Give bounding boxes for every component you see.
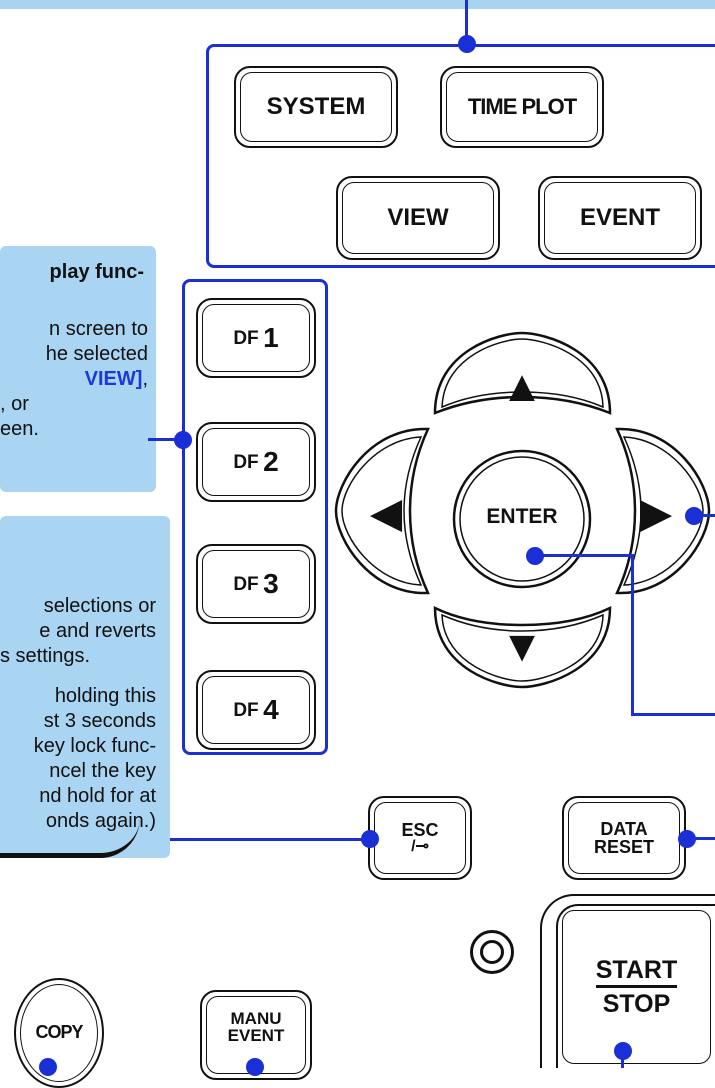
callout-text: he selected: [45, 343, 148, 365]
start-label: START: [595, 957, 678, 988]
start-stop-label-wrap: START STOP: [558, 906, 715, 1068]
connector-line: [170, 838, 370, 841]
df-prefix: DF: [233, 451, 259, 473]
df4-button[interactable]: DF 4: [196, 670, 316, 750]
copy-label: COPY: [35, 1022, 83, 1042]
stop-label: STOP: [602, 989, 671, 1018]
start-stop-button[interactable]: START STOP: [556, 904, 715, 1068]
df2-label-wrap: DF 2: [198, 424, 314, 500]
manual-event-button[interactable]: MANU EVENT: [200, 990, 312, 1080]
status-led: [470, 930, 514, 974]
view-label: VIEW: [387, 204, 449, 231]
df1-label-wrap: DF 1: [198, 300, 314, 376]
enter-button[interactable]: [452, 449, 592, 589]
df4-label-wrap: DF 4: [198, 672, 314, 748]
callout-text: , or: [0, 393, 29, 415]
df-keys-callout: play func- n screen to he selected VIEW]…: [0, 246, 156, 492]
start-stop-surround: [540, 894, 715, 1068]
timeplot-label: TIME PLOT: [467, 94, 577, 119]
event-button[interactable]: EVENT: [538, 176, 702, 260]
callout-key-ref: VIEW]: [84, 368, 143, 390]
view-button[interactable]: VIEW: [336, 176, 500, 260]
system-label: SYSTEM: [266, 93, 366, 120]
top-banner: [0, 0, 715, 9]
manu-label: MANU: [230, 1009, 282, 1028]
callout-text: e and reverts: [39, 620, 156, 642]
left-arrow-button[interactable]: [334, 427, 430, 595]
right-arrow-icon: ▶: [639, 489, 673, 536]
df1-button[interactable]: DF 1: [196, 298, 316, 378]
callout-text: key lock func-: [33, 735, 156, 757]
df2-button[interactable]: DF 2: [196, 422, 316, 502]
up-arrow-button[interactable]: [433, 331, 612, 415]
df4-number: 4: [263, 694, 279, 725]
manu-event-label-wrap: MANU EVENT: [202, 992, 310, 1078]
esc-key-callout: selections or e and reverts s settings. …: [0, 516, 170, 858]
df3-number: 3: [263, 568, 279, 599]
esc-keylock-button[interactable]: ESC /⊸: [368, 796, 472, 880]
df3-button[interactable]: DF 3: [196, 544, 316, 624]
connector-line: [631, 554, 634, 716]
connector-line: [148, 438, 184, 441]
connector-dot: [39, 1058, 57, 1076]
callout-text: s settings.: [0, 645, 91, 667]
connector-dot: [458, 35, 476, 53]
esc-label-wrap: ESC /⊸: [370, 798, 470, 878]
reset-label: RESET: [593, 837, 654, 857]
key-lock-icon: /⊸: [411, 838, 429, 855]
down-arrow-icon: ▼: [500, 622, 544, 671]
df1-number: 1: [263, 322, 279, 353]
callout-text: st 3 seconds: [43, 710, 156, 732]
panel-edge: [0, 818, 140, 858]
connector-line: [688, 837, 715, 840]
event-label: EVENT: [579, 204, 660, 231]
df-prefix: DF: [233, 573, 259, 595]
data-label: DATA: [600, 819, 648, 839]
right-arrow-button[interactable]: [615, 427, 711, 595]
df-prefix: DF: [233, 327, 259, 349]
connector-line: [631, 713, 715, 716]
callout-text: ncel the key: [49, 760, 156, 782]
df3-label-wrap: DF 3: [198, 546, 314, 622]
df-key-group: [182, 279, 328, 755]
callout-text: play func-: [49, 261, 144, 283]
callout-text: n screen to: [49, 318, 148, 340]
system-button[interactable]: SYSTEM: [234, 66, 398, 148]
callout-text: selections or: [43, 595, 156, 617]
connector-line: [621, 1050, 624, 1068]
up-arrow-icon: ▲: [500, 362, 544, 411]
event-label: EVENT: [227, 1026, 285, 1045]
connector-line: [534, 554, 634, 557]
data-reset-label-wrap: DATA RESET: [564, 798, 684, 878]
connector-dot: [174, 431, 192, 449]
down-arrow-button[interactable]: [433, 606, 612, 689]
callout-text: ,: [142, 368, 148, 390]
left-arrow-icon: ◀: [369, 489, 403, 536]
callout-text: nd hold for at: [39, 785, 156, 807]
data-reset-button[interactable]: DATA RESET: [562, 796, 686, 880]
connector-line: [694, 514, 715, 517]
esc-label: ESC: [401, 820, 439, 840]
callout-text: holding this: [54, 685, 156, 707]
callout-text: een.: [0, 418, 39, 440]
connector-dot: [678, 830, 696, 848]
cursor-pad: [334, 331, 711, 689]
timeplot-button[interactable]: TIME PLOT: [440, 66, 604, 148]
df2-number: 2: [263, 446, 279, 477]
copy-button[interactable]: COPY: [14, 978, 104, 1088]
connector-line: [465, 0, 468, 44]
enter-label: ENTER: [486, 505, 558, 528]
df-prefix: DF: [233, 699, 259, 721]
connector-dot: [361, 830, 379, 848]
